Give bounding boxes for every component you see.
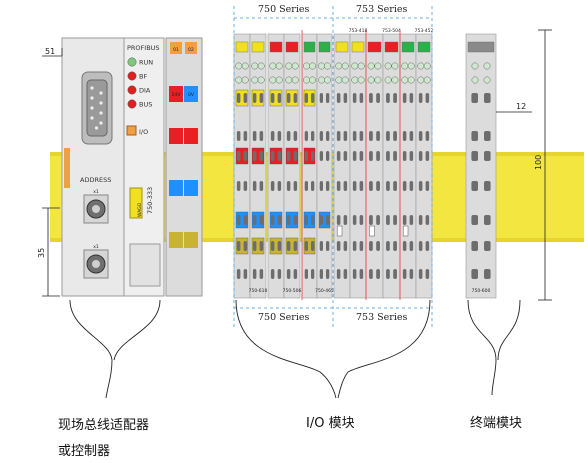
series-750-bottom: 750 Series — [258, 312, 309, 323]
io-module-slice — [301, 33, 318, 299]
io-module-slice: 750-465 — [315, 33, 334, 299]
series-750-top: 750 Series — [258, 4, 309, 15]
coupler-led-label: BUS — [139, 101, 152, 109]
coupler-model-label: 750-333 — [146, 187, 154, 214]
caption-or-controller: 或控制器 — [58, 444, 111, 459]
module-number-label: 750-465 — [315, 288, 334, 294]
dim-35: 35 — [37, 248, 46, 258]
coupler-led-label: DIA — [139, 87, 151, 95]
switch1-multiplier: x1 — [93, 189, 99, 195]
bus-name-label: PROFIBUS — [127, 44, 160, 52]
io-module-slice: 750-506 — [283, 33, 302, 299]
io-module-slice: 753-452 — [415, 28, 434, 299]
io-module-group: 750-610 750-506 750-465 753-418 753-504 753-4… — [233, 28, 434, 299]
address-switch-2 — [83, 249, 109, 279]
address-label: ADDRESS — [80, 176, 111, 184]
dim-51: 51 — [45, 47, 55, 56]
io-indicator — [126, 125, 137, 136]
wago-logo-block — [129, 187, 143, 219]
module-number-label: 753-504 — [382, 28, 401, 34]
supply-label-2: 02 — [188, 47, 194, 53]
terminal-module: 750-600 — [465, 33, 497, 299]
voltage-label-2: 0V — [188, 92, 195, 98]
io-module-slice: 753-504 — [382, 28, 401, 299]
io-module-slice — [333, 33, 351, 299]
coupler-led-group: RUN BF DIA BUS — [127, 57, 153, 109]
coupler-led-bus — [127, 99, 137, 109]
module-number-label: 750-600 — [472, 288, 491, 294]
module-number-label: 750-506 — [283, 288, 302, 294]
module-number-label: 753-452 — [415, 28, 434, 34]
supply-label-1: 01 — [173, 47, 179, 53]
address-switch-1 — [83, 194, 109, 224]
io-label: I/O — [139, 128, 148, 136]
module-number-label: 750-610 — [249, 288, 268, 294]
fieldbus-coupler: RUN BF DIA BUS ADDRESS x1 x1 PROFIBUS I/O W… — [61, 37, 165, 297]
supply-module: 01 02 24V 0V — [165, 37, 203, 297]
switch2-multiplier: x1 — [93, 244, 99, 250]
dim-100: 100 — [534, 155, 543, 170]
io-module-slice: 750-610 — [249, 33, 268, 299]
leader-lines — [69, 299, 521, 399]
caption-io-modules: I/O 模块 — [306, 416, 355, 431]
io-module-slice — [267, 33, 285, 299]
db9-connector — [81, 71, 113, 145]
coupler-led-label: BF — [139, 73, 147, 81]
dimension-annotations: 51 12 35 100 — [37, 29, 552, 301]
brand-label: WAGO — [137, 202, 143, 217]
voltage-label-1: 24V — [172, 92, 182, 98]
coupler-led-dia — [127, 85, 137, 95]
io-module-slice — [399, 33, 417, 299]
io-module-slice — [365, 33, 384, 299]
io-module-slice — [233, 33, 251, 299]
module-separators — [301, 30, 401, 300]
module-number-label: 753-418 — [349, 28, 368, 34]
series-annotations: 750 Series 753 Series 750 Series 753 Ser… — [233, 4, 433, 328]
coupler-led-run — [127, 57, 137, 67]
caption-terminal-module: 终端模块 — [470, 416, 523, 431]
series-753-bottom: 753 Series — [356, 312, 407, 323]
io-module-slice: 750-600 — [465, 33, 497, 299]
caption-fieldbus-coupler: 现场总线适配器 — [58, 418, 150, 433]
coupler-lower-window — [129, 243, 161, 287]
coupler-release-tab — [64, 148, 70, 188]
coupler-led-label: RUN — [139, 59, 153, 67]
io-module-slice: 753-418 — [349, 28, 368, 299]
coupler-led-bf — [127, 71, 137, 81]
dim-12: 12 — [516, 102, 526, 111]
series-753-top: 753 Series — [356, 4, 407, 15]
